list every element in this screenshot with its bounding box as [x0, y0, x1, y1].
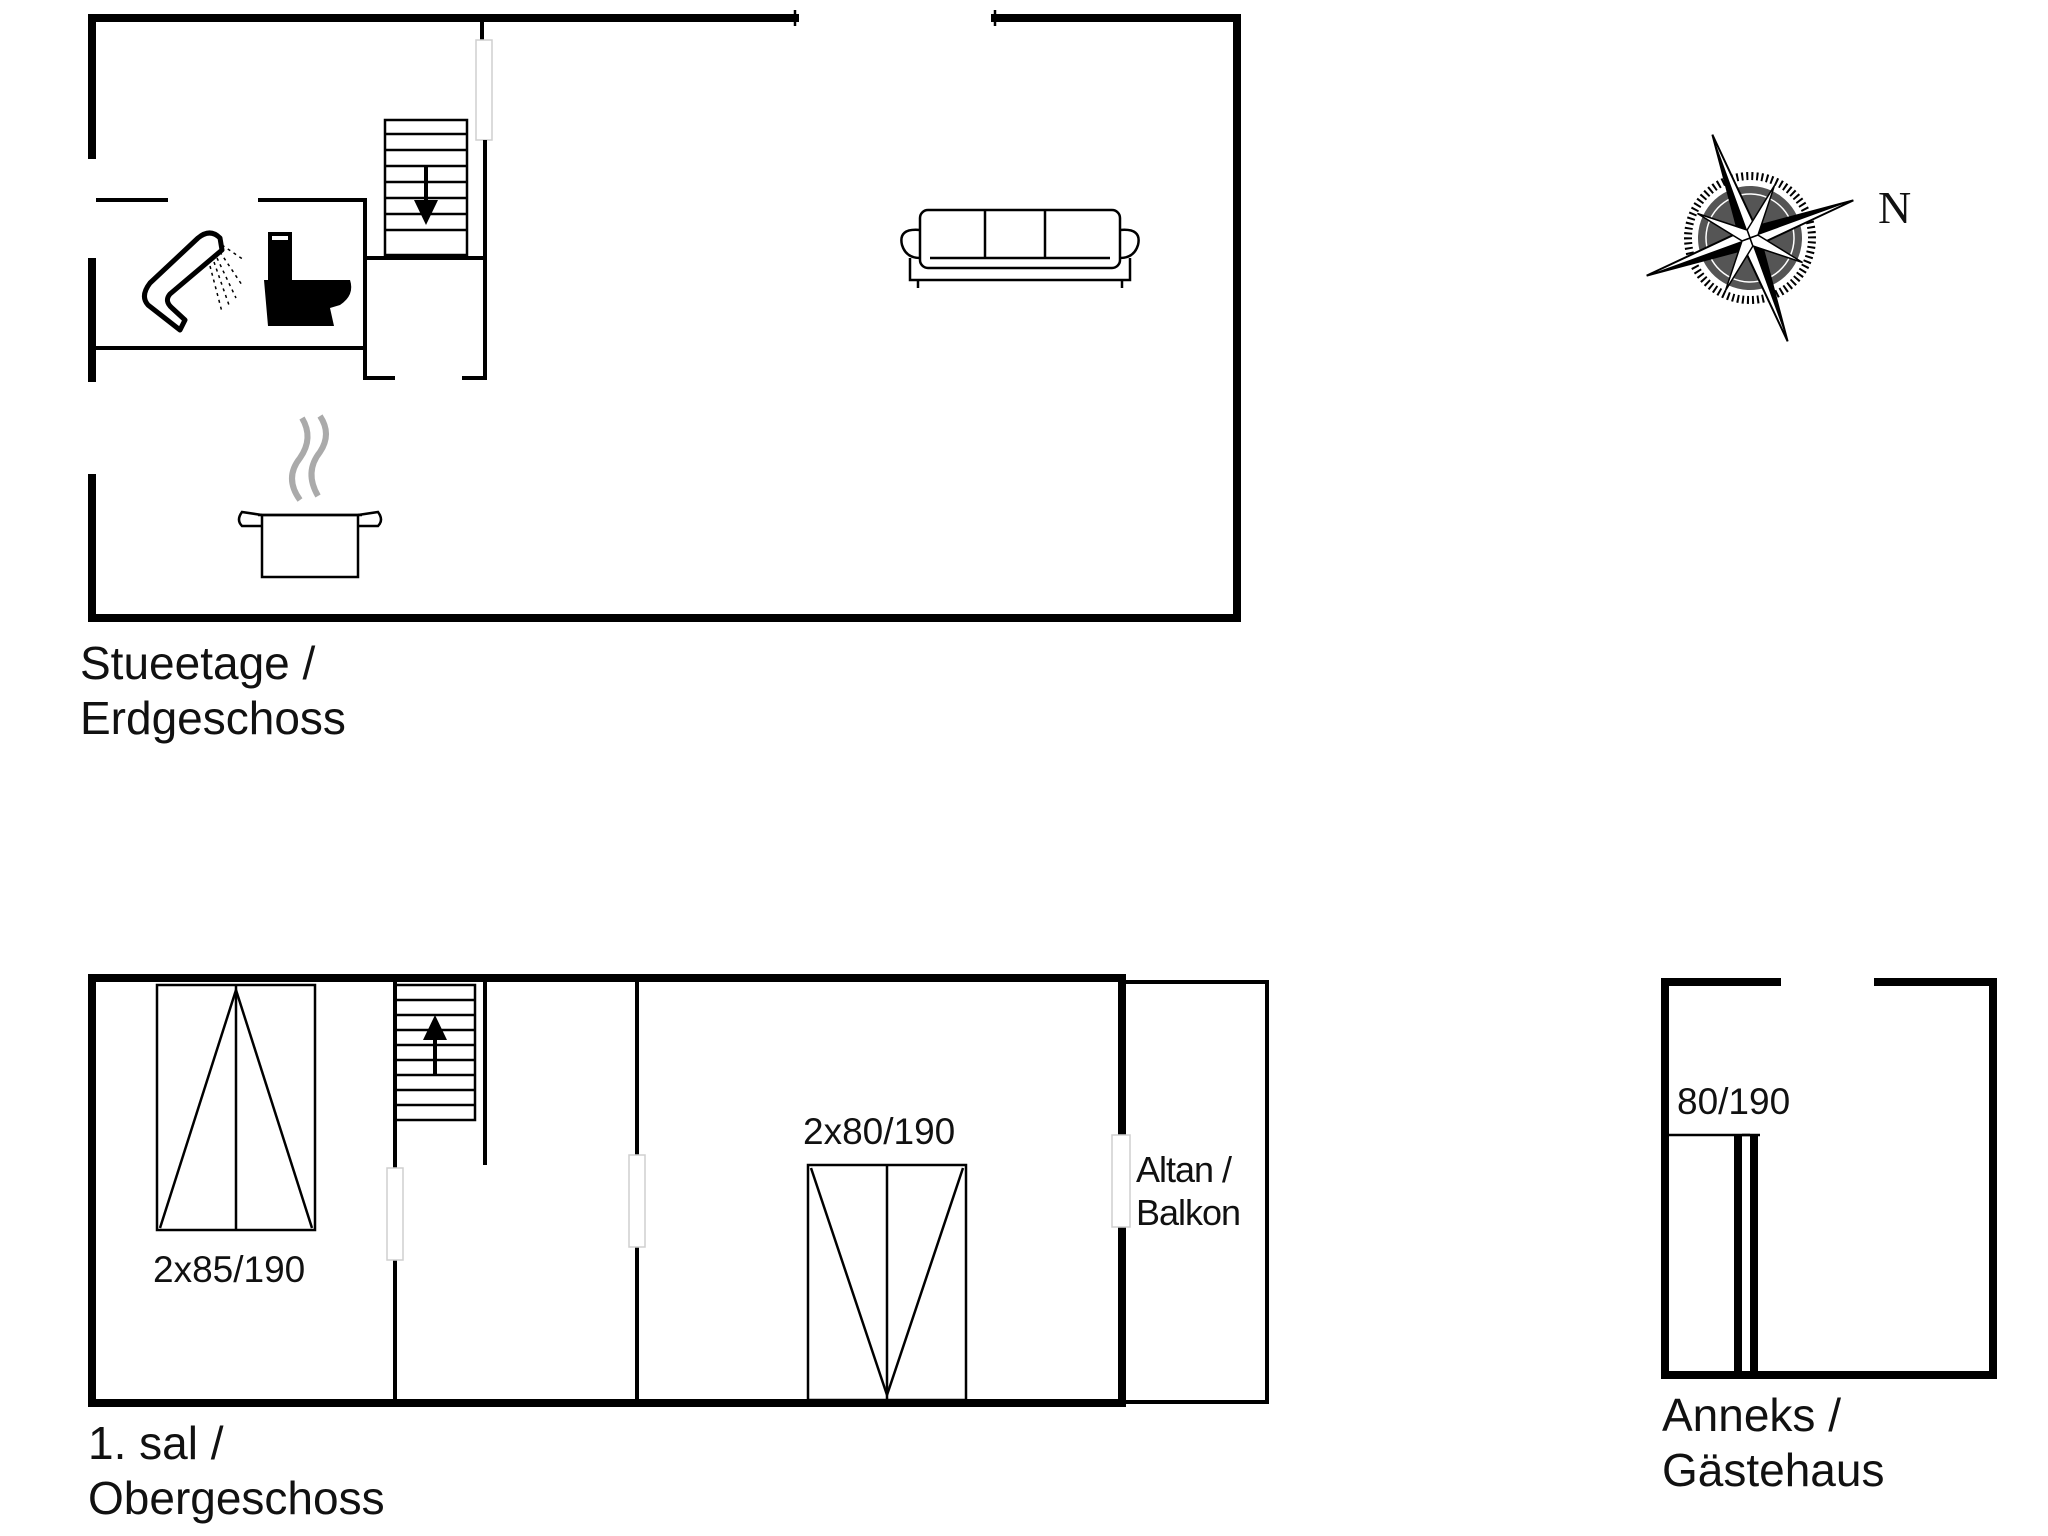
ground-floor-plan [88, 10, 1241, 622]
annex-label-line1: Anneks / [1662, 1389, 1841, 1441]
toilet-icon [264, 232, 352, 326]
sofa-icon [900, 208, 1140, 288]
bed-size-label: 80/190 [1677, 1081, 1791, 1122]
ground-floor-label-line2: Erdgeschoss [80, 692, 346, 745]
stairs-down-icon [383, 118, 469, 257]
cooking-pot-icon [237, 414, 383, 579]
upper-floor-label: 1. sal / Obergeschoss [88, 1416, 385, 1526]
upper-floor-label-line2: Obergeschoss [88, 1472, 385, 1525]
bed-icon [1734, 1133, 1758, 1372]
ground-floor-label: Stueetage / Erdgeschoss [80, 636, 346, 746]
annex-label-line2: Gästehaus [1662, 1444, 1885, 1497]
stairs-up-icon [393, 983, 477, 1122]
compass-rose-icon [1646, 134, 1854, 342]
balcony-label: Altan / Balkon [1136, 1148, 1241, 1234]
bed-size-label: 2x85/190 [153, 1249, 306, 1290]
compass-north-label: N [1878, 182, 1912, 233]
bed-icon [806, 1163, 968, 1402]
balcony-label-line1: Altan / [1136, 1149, 1232, 1190]
shower-icon [142, 230, 245, 333]
annex-label: Anneks / Gästehaus [1662, 1388, 1884, 1498]
upper-floor-label-line1: 1. sal / [88, 1417, 224, 1469]
annex-plan [1661, 978, 1997, 1379]
balcony-label-line2: Balkon [1136, 1192, 1241, 1234]
ground-floor-label-line1: Stueetage / [80, 637, 316, 689]
bed-size-label: 2x80/190 [803, 1111, 956, 1152]
bed-icon [155, 983, 317, 1232]
upper-floor-plan [88, 974, 1269, 1407]
